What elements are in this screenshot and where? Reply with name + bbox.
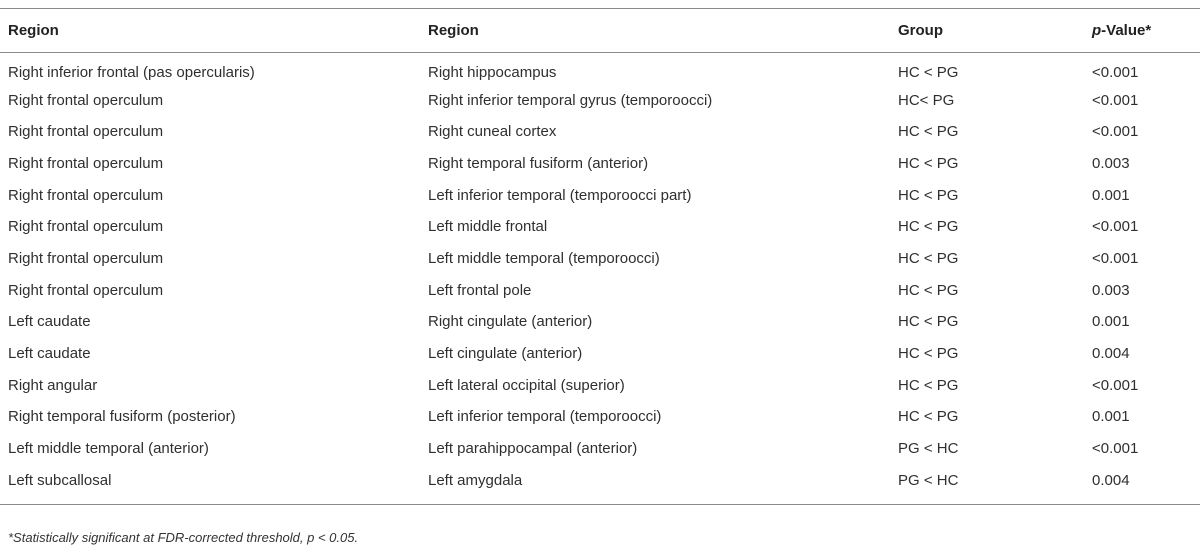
table-row: Right frontal operculum Left inferior tem… [0, 179, 1200, 211]
table-row: Right inferior frontal (pas opercularis)… [0, 53, 1200, 85]
cell-p-value: <0.001 [1092, 91, 1139, 109]
cell-region-1: Right frontal operculum [8, 218, 164, 236]
cell-p-value: 0.004 [1092, 345, 1130, 363]
footnote: *Statistically significant at FDR-correc… [8, 530, 359, 545]
cell-region-2: Left middle frontal [428, 218, 548, 236]
table-row: Right temporal fusiform (posterior) Left … [0, 401, 1200, 433]
cell-region-2: Left frontal pole [428, 281, 532, 299]
cell-region-1: Right inferior frontal (pas opercularis) [8, 64, 255, 82]
cell-p-value: <0.001 [1092, 249, 1139, 267]
header-region-2: Region [420, 8, 890, 53]
table-row: Left caudate Right cingulate (anterior) HC… [0, 306, 1200, 338]
cell-group: HC < PG [898, 408, 959, 426]
cell-group: HC < PG [898, 376, 959, 394]
cell-region-2: Right cuneal cortex [428, 123, 557, 141]
cell-region-1: Right temporal fusiform (posterior) [8, 408, 236, 426]
cell-region-1: Left caudate [8, 313, 91, 331]
table-row: Left middle temporal (anterior) Left para… [0, 433, 1200, 465]
cell-region-1: Right frontal operculum [8, 123, 164, 141]
cell-p-value: <0.001 [1092, 376, 1139, 394]
cell-group: HC < PG [898, 64, 959, 82]
cell-p-value: 0.001 [1092, 313, 1130, 331]
cell-p-value: 0.003 [1092, 154, 1130, 172]
header-row: Region Region Group p-Value* [0, 8, 1200, 53]
results-table: Region Region Group p-Value* Right infer… [0, 8, 1200, 505]
cell-region-1: Right frontal operculum [8, 154, 164, 172]
header-p-value-rest: -Value* [1101, 22, 1152, 39]
cell-p-value: <0.001 [1092, 440, 1139, 458]
cell-region-2: Left amygdala [420, 464, 890, 505]
table-row: Right frontal operculum Right inferior te… [0, 84, 1200, 116]
cell-region-1: Left middle temporal (anterior) [8, 440, 209, 458]
cell-group: HC < PG [898, 313, 959, 331]
cell-region-1: Right frontal operculum [8, 91, 164, 109]
cell-region-1: Right angular [8, 376, 98, 394]
table-row: Right angular Left lateral occipital (sup… [0, 369, 1200, 401]
cell-p-value: <0.001 [1092, 123, 1139, 141]
header-region-1: Region [0, 8, 420, 53]
cell-region-1: Right frontal operculum [8, 186, 164, 204]
cell-region-2: Left parahippocampal (anterior) [428, 440, 638, 458]
cell-region-2: Left middle temporal (temporoocci) [428, 249, 660, 267]
cell-group: HC < PG [898, 249, 959, 267]
cell-group: HC < PG [898, 345, 959, 363]
cell-p-value: 0.004 [1084, 464, 1200, 505]
cell-group: HC < PG [898, 218, 959, 236]
cell-p-value: 0.003 [1092, 281, 1130, 299]
table-row: Right frontal operculum Left middle tempo… [0, 243, 1200, 275]
cell-p-value: 0.001 [1092, 408, 1130, 426]
cell-region-2: Left cingulate (anterior) [428, 345, 583, 363]
table-row: Right frontal operculum Left frontal pole… [0, 274, 1200, 306]
cell-group: HC < PG [898, 186, 959, 204]
table-body: Right inferior frontal (pas opercularis)… [0, 53, 1200, 505]
cell-region-2: Right cingulate (anterior) [428, 313, 593, 331]
cell-region-2: Left lateral occipital (superior) [428, 376, 625, 394]
cell-region-2: Right hippocampus [428, 64, 557, 82]
header-p-value: p-Value* [1084, 8, 1200, 53]
cell-group: PG < HC [898, 440, 959, 458]
cell-group: PG < HC [890, 464, 1084, 505]
table-row: Right frontal operculum Right temporal fu… [0, 148, 1200, 180]
cell-p-value: <0.001 [1092, 218, 1139, 236]
cell-p-value: 0.001 [1092, 186, 1130, 204]
cell-region-2: Left inferior temporal (temporoocci part… [428, 186, 692, 204]
table-row: Left caudate Left cingulate (anterior) HC … [0, 338, 1200, 370]
header-group: Group [890, 8, 1084, 53]
cell-region-2: Right temporal fusiform (anterior) [428, 154, 649, 172]
cell-region-1: Left subcallosal [0, 464, 420, 505]
header-p-value-italic: p [1092, 22, 1102, 39]
cell-region-1: Right frontal operculum [8, 249, 164, 267]
cell-group: HC < PG [898, 154, 959, 172]
cell-group: HC < PG [898, 281, 959, 299]
table-header: Region Region Group p-Value* [0, 8, 1200, 53]
cell-region-1: Right frontal operculum [8, 281, 164, 299]
cell-region-1: Left caudate [8, 345, 91, 363]
table-row: Right frontal operculum Left middle front… [0, 211, 1200, 243]
cell-p-value: <0.001 [1092, 64, 1139, 82]
cell-region-2: Right inferior temporal gyrus (temporooc… [428, 91, 713, 109]
cell-region-2: Left inferior temporal (temporoocci) [428, 408, 662, 426]
cell-group: HC< PG [898, 91, 955, 109]
cell-group: HC < PG [898, 123, 959, 141]
table-row: Right frontal operculum Right cuneal cort… [0, 116, 1200, 148]
